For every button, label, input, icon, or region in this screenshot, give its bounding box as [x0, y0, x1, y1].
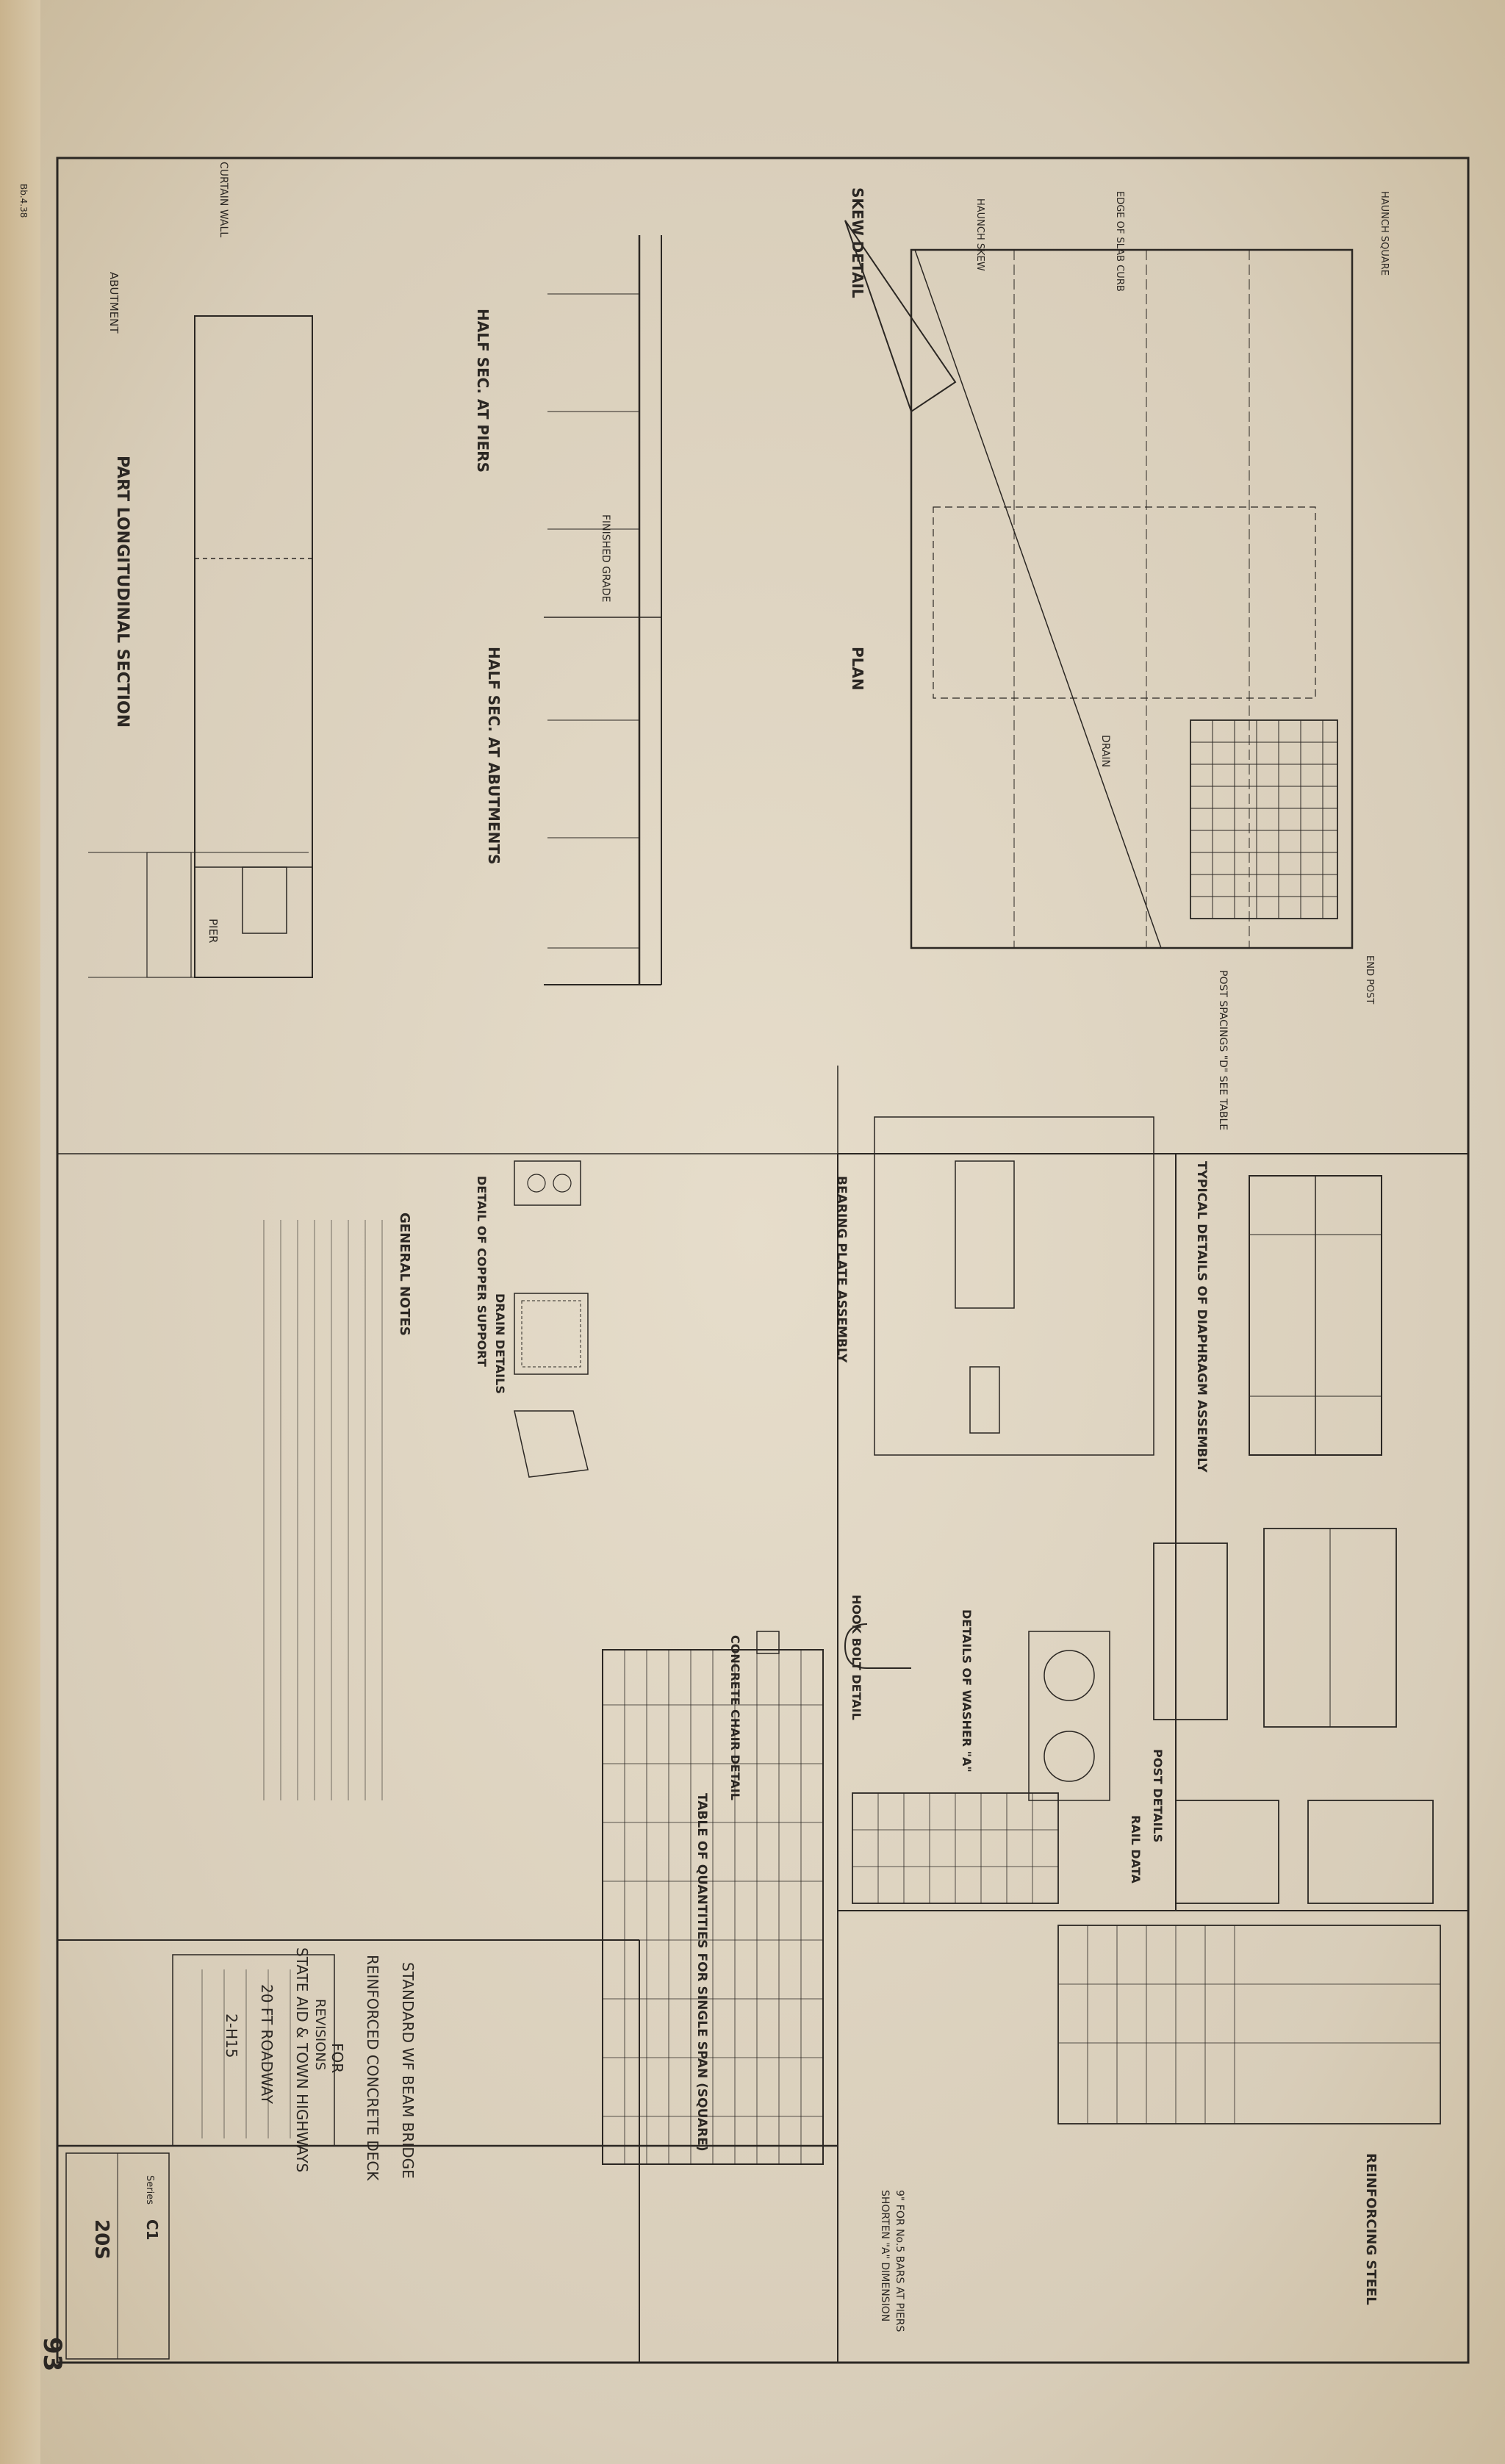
sheet-value: 20S [90, 2219, 112, 2260]
bearing-plate-detail: BEARING PLATE ASSEMBLY [834, 1116, 1154, 1456]
corner-mark: Bb.4.38 [18, 184, 29, 218]
copper-support-title: DETAIL OF COPPER SUPPORT [475, 1176, 489, 1367]
haunch-skew-label: HAUNCH SKEW [974, 198, 985, 271]
table-of-quantities-title: TABLE OF QUANTITIES FOR SINGLE SPAN (SQU… [694, 1793, 709, 2151]
washer-title: DETAILS OF WASHER "A" [960, 1609, 974, 1772]
plan-view: PLAN DRAIN POST SPACINGS "D" SEE TABLE H… [849, 191, 1390, 1130]
half-sec-piers-title: HALF SEC. AT PIERS [474, 309, 492, 473]
drain-label: DRAIN [1099, 735, 1111, 767]
title-line-5: 20 FT ROADWAY [258, 1984, 276, 2105]
half-sec-abutments-title: HALF SEC. AT ABUTMENTS [485, 647, 503, 864]
copper-drain-details: DETAIL OF COPPER SUPPORT DRAIN DETAILS [475, 1160, 589, 1478]
plan-title: PLAN [849, 647, 866, 691]
title-line-6: 2-H15 [223, 2014, 240, 2058]
post-spacings-label: POST SPACINGS "D" SEE TABLE [1217, 970, 1229, 1130]
rail-data-title: RAIL DATA [1129, 1815, 1143, 1884]
haunch-square-label: HAUNCH SQUARE [1379, 191, 1390, 276]
end-post-label: END POST [1364, 955, 1375, 1004]
post-details-title: POST DETAILS [1151, 1749, 1165, 1842]
title-line-3: FOR [328, 2043, 346, 2073]
edge-slab-curb-label: EDGE OF SLAB CURB [1114, 191, 1125, 292]
diaphragm-title: TYPICAL DETAILS OF DIAPHRAGM ASSEMBLY [1194, 1161, 1209, 1473]
series-sheet-block: Series C1 20S 93 [37, 2152, 170, 2371]
drain-details-title: DRAIN DETAILS [493, 1293, 507, 1394]
rail-data: RAIL DATA [852, 1792, 1143, 1904]
title-line-1: STANDARD WF BEAM BRIDGE [399, 1962, 417, 2179]
series-value: C1 [143, 2219, 161, 2241]
series-label: Series [144, 2175, 155, 2205]
finished-grade-label: FINISHED GRADE [600, 514, 611, 603]
concrete-chair-title: CONCRETE CHAIR DETAIL [728, 1635, 742, 1800]
title-line-2: REINFORCED CONCRETE DECK [364, 1955, 381, 2181]
revisions-block: REVISIONS [172, 1954, 335, 2147]
title-line-4: STATE AID & TOWN HIGHWAYS [293, 1947, 311, 2172]
shorten-a-label: SHORTEN "A" DIMENSION [879, 2190, 891, 2321]
paper-edge [0, 0, 40, 2464]
shorten-a-note: 9" FOR No.5 BARS AT PIERS [894, 2190, 905, 2332]
part-longitudinal-title: PART LONGITUDINAL SECTION [113, 456, 132, 728]
title-block: STANDARD WF BEAM BRIDGE REINFORCED CONCR… [223, 1947, 417, 2181]
abutment-label: ABUTMENT [107, 272, 121, 334]
half-sections: HALF SEC. AT PIERS HALF SEC. AT ABUTMENT… [474, 235, 662, 985]
sheet-number: 93 [37, 2337, 67, 2371]
drawing-border [56, 157, 1470, 2364]
hook-bolt-title: HOOK BOLT DETAIL [850, 1595, 863, 1720]
table-of-quantities: TABLE OF QUANTITIES FOR SINGLE SPAN (SQU… [602, 1649, 824, 2165]
general-notes: GENERAL NOTES [263, 1213, 412, 1800]
misc-details: CONCRETE CHAIR DETAIL HOOK BOLT DETAIL D… [728, 1528, 1434, 1904]
part-longitudinal-section: PART LONGITUDINAL SECTION ABUTMENT PIER … [88, 162, 313, 978]
revisions-title: REVISIONS [312, 1999, 328, 2070]
skew-detail: SKEW DETAIL HAUNCH SKEW [844, 187, 985, 413]
diaphragm-detail: TYPICAL DETAILS OF DIAPHRAGM ASSEMBLY [1194, 1161, 1382, 1473]
reinforcing-steel-title: REINFORCING STEEL [1363, 2153, 1379, 2305]
curtain-wall-label: CURTAIN WALL [218, 162, 229, 237]
reinforcing-steel: REINFORCING STEEL SHORTEN "A" DIMENSION … [879, 1925, 1441, 2332]
skew-detail-title: SKEW DETAIL [849, 187, 866, 298]
general-notes-title: GENERAL NOTES [397, 1213, 412, 1336]
bearing-plate-title: BEARING PLATE ASSEMBLY [834, 1176, 849, 1363]
pier-label: PIER [206, 919, 220, 943]
